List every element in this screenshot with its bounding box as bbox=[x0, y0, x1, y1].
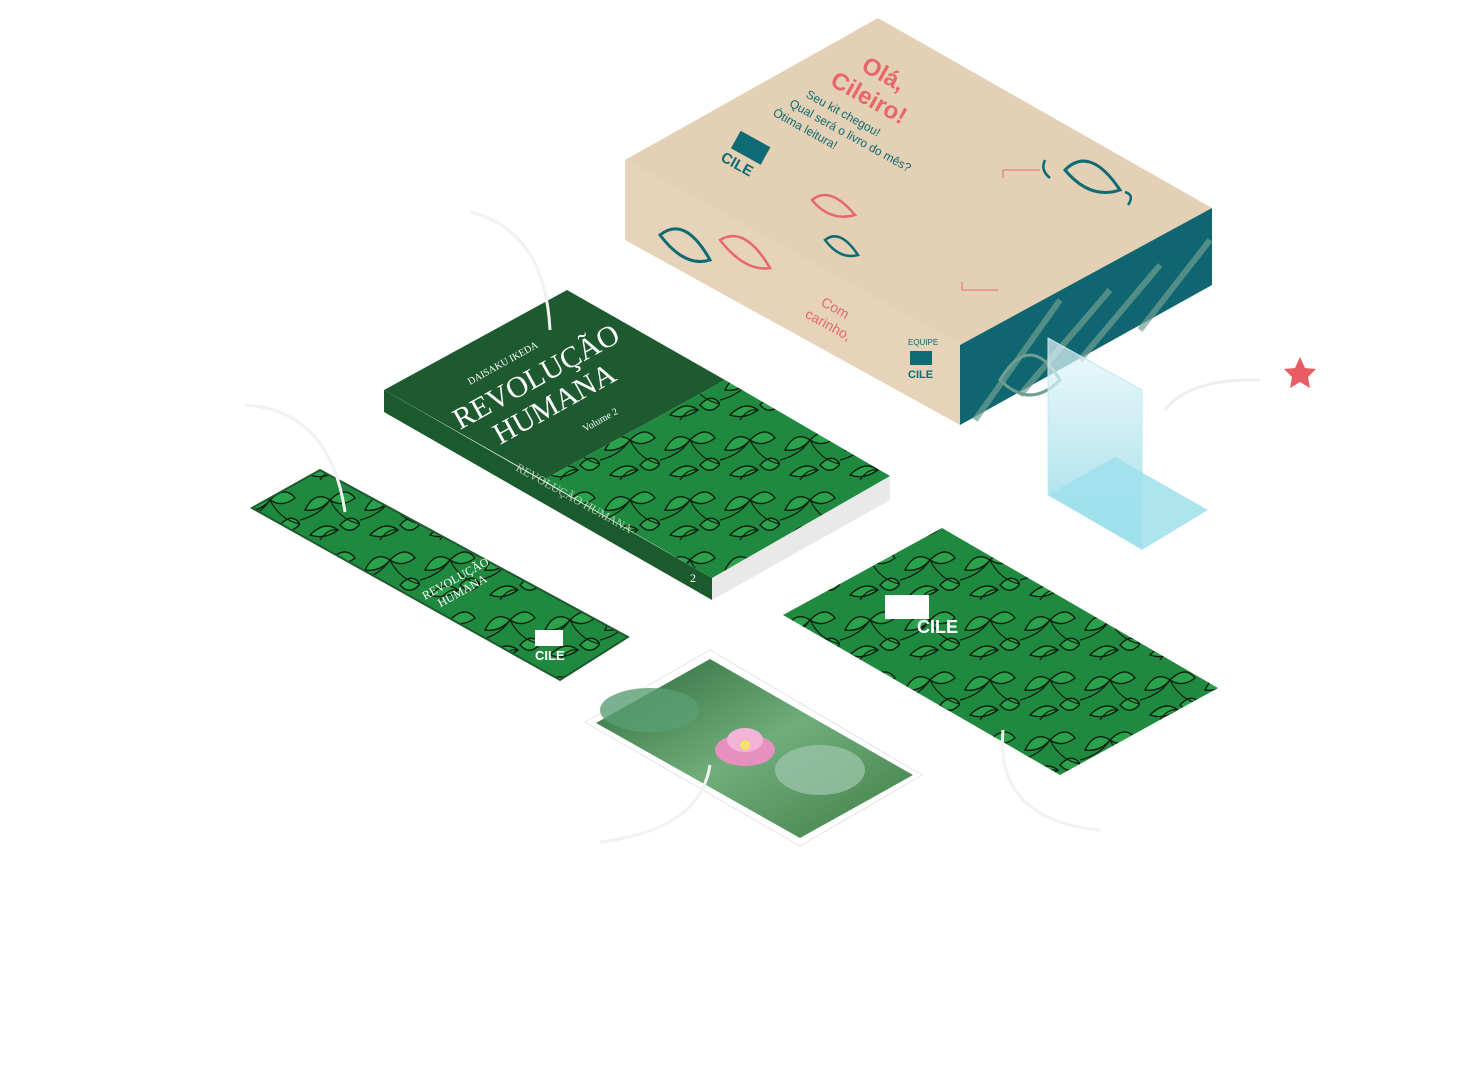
box-left-side bbox=[625, 160, 960, 425]
book-cover-top bbox=[384, 290, 725, 480]
book-cover-pattern bbox=[543, 380, 890, 578]
bookmark: REVOLUÇÃO HUMANA CILE bbox=[244, 403, 630, 682]
bookmark-brand: CILE bbox=[535, 648, 565, 663]
lotus-stamp-icon bbox=[718, 234, 772, 270]
lotus-stamp-icon bbox=[657, 227, 713, 263]
lotus-postcard bbox=[583, 649, 923, 847]
box-logo: CILE bbox=[718, 130, 771, 180]
gift-box: Olá, Cileiro! Seu kit chegou! Qual será … bbox=[625, 18, 1213, 425]
book: REVOLUÇÃO HUMANA 2 DAISAKU IKEDA REVOLUÇ… bbox=[384, 210, 890, 600]
notebook-brand: CILE bbox=[917, 617, 958, 637]
lotus-stamp-icon bbox=[1042, 159, 1133, 206]
box-top bbox=[625, 18, 1212, 345]
book-spine-number: 2 bbox=[690, 571, 696, 585]
lotus-stamp-icon bbox=[823, 235, 860, 258]
notebook: CILE bbox=[783, 528, 1218, 832]
acrylic-bookend bbox=[1047, 337, 1261, 550]
star-icon bbox=[1284, 357, 1316, 388]
box-team-brand: CILE bbox=[908, 369, 933, 381]
lotus-stamp-icon bbox=[810, 193, 858, 218]
box-team-label: EQUIPE bbox=[908, 338, 938, 347]
lotus-flower-icon bbox=[715, 728, 775, 766]
